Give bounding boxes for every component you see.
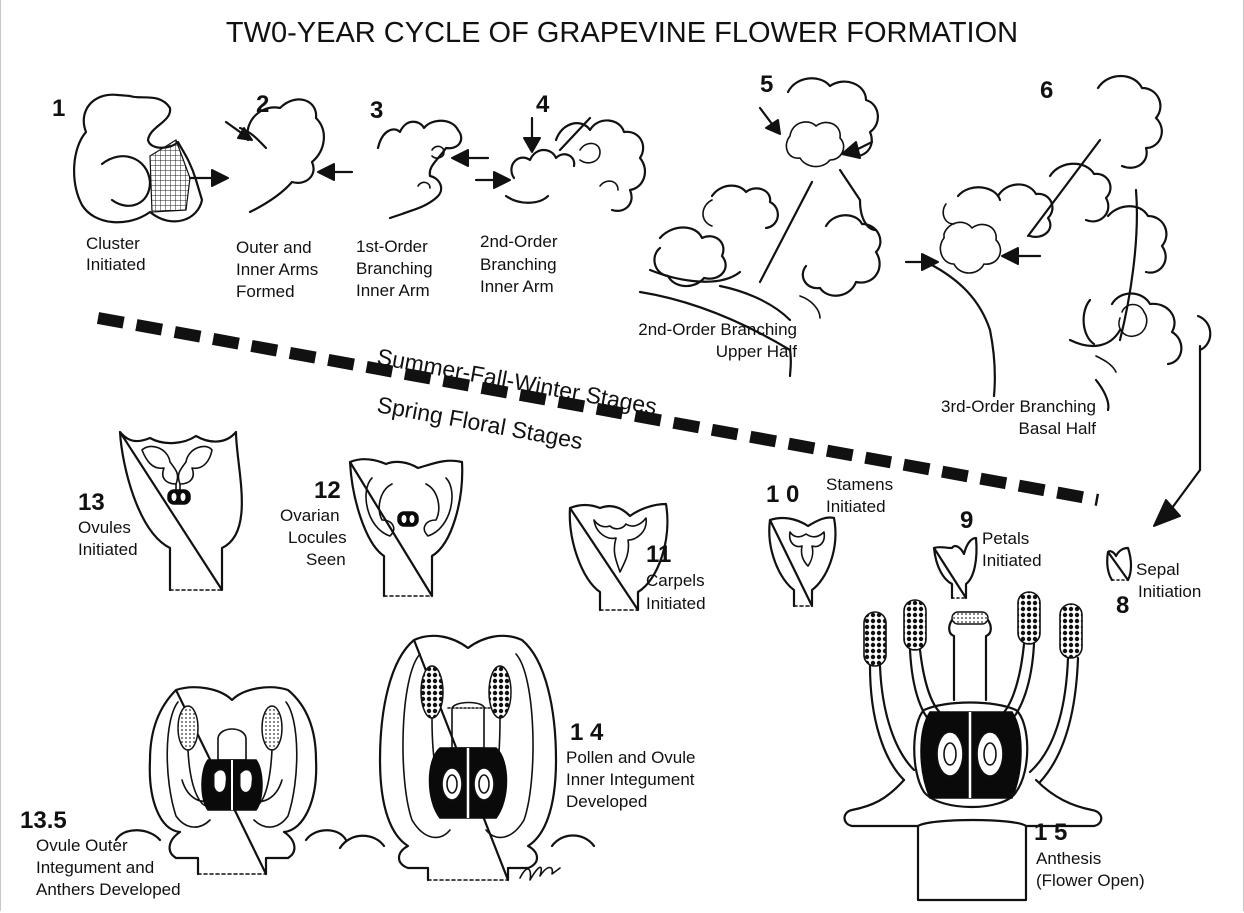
stage-label: Initiated <box>646 594 706 613</box>
stage-label: Stamens <box>826 475 893 494</box>
stage-label: Pollen and Ovule <box>566 748 695 767</box>
stage-label: Carpels <box>646 571 705 590</box>
arrow-icon <box>760 108 780 134</box>
stage-label: Basal Half <box>1019 419 1097 438</box>
stage-number: 12 <box>314 477 341 504</box>
arrow-icon <box>190 170 228 186</box>
stage-label: Ovarian <box>280 506 340 525</box>
stage-number: 8 <box>1116 592 1129 619</box>
diagram-title: TW0-YEAR CYCLE OF GRAPEVINE FLOWER FORMA… <box>226 17 1018 49</box>
stage-label: Developed <box>566 792 647 811</box>
arrow-icon <box>452 150 488 166</box>
stage-label: 1st-Order <box>356 237 428 256</box>
stage-number: 11 <box>646 541 671 568</box>
stage-4-sketch <box>506 118 645 211</box>
stage-label: (Flower Open) <box>1036 871 1145 890</box>
stage-label: Locules <box>288 528 347 547</box>
stage-13-5-sketch <box>116 687 346 874</box>
stage-label: Initiation <box>1138 582 1201 601</box>
stage-label: 3rd-Order Branching <box>941 397 1096 416</box>
stage-label: Ovules <box>78 518 131 537</box>
stage-label: Cluster <box>86 234 140 253</box>
stage-number: 9 <box>960 507 973 534</box>
stage-number: 2 <box>256 91 269 118</box>
arrow-icon <box>1154 346 1200 526</box>
stage-number: 13.5 <box>20 807 67 834</box>
stage-label: Initiated <box>86 255 146 274</box>
stage-label: Initiated <box>78 540 138 559</box>
stage-label: Ovule Outer <box>36 836 128 855</box>
stage-number: 1 4 <box>570 719 604 746</box>
stage-label: Initiated <box>826 497 886 516</box>
stage-2-sketch <box>240 99 324 212</box>
stage-number: 1 5 <box>1034 819 1067 846</box>
stage-8-sketch <box>1107 548 1131 580</box>
stage-1-sketch <box>74 95 202 223</box>
stage-label: Formed <box>236 282 295 301</box>
stage-label: Anthers Developed <box>36 880 181 899</box>
stage-label: Inner Arm <box>480 277 554 296</box>
stage-label: Integument and <box>36 858 154 877</box>
arrow-icon <box>476 172 510 188</box>
stage-label: Inner Arms <box>236 260 318 279</box>
stage-10-sketch <box>769 517 835 606</box>
stage-label: 2nd-Order Branching <box>638 320 797 339</box>
stage-3-sketch <box>378 121 461 218</box>
stage-label: Petals <box>982 529 1029 548</box>
stage-label: Sepal <box>1136 560 1179 579</box>
arrow-icon <box>1002 248 1040 264</box>
stage-label: Inner Arm <box>356 281 430 300</box>
stage-number: 13 <box>78 489 105 516</box>
stage-12-sketch <box>350 459 462 596</box>
stage-number: 6 <box>1040 77 1053 104</box>
stage-number: 1 0 <box>766 481 799 508</box>
stage-label: Outer and <box>236 238 312 257</box>
stage-14-sketch <box>340 636 594 880</box>
stage-label: Anthesis <box>1036 849 1101 868</box>
stage-label: Branching <box>480 255 557 274</box>
arrow-icon <box>906 254 938 270</box>
stage-label: Seen <box>306 550 346 569</box>
arrow-icon <box>524 118 540 152</box>
stage-9-sketch <box>934 538 977 598</box>
stage-number: 1 <box>52 95 65 122</box>
signature-mark <box>520 867 560 880</box>
stage-number: 4 <box>536 91 550 118</box>
stage-6-sketch <box>930 76 1210 410</box>
stage-label: Inner Integument <box>566 770 695 789</box>
stage-label: 2nd-Order <box>480 232 558 251</box>
stage-label: Upper Half <box>716 342 798 361</box>
arrow-icon <box>318 164 352 180</box>
stage-label: Branching <box>356 259 433 278</box>
stage-number: 3 <box>370 97 383 124</box>
stage-13-sketch <box>120 432 242 590</box>
stage-number: 5 <box>760 71 773 98</box>
stage-label: Initiated <box>982 551 1042 570</box>
